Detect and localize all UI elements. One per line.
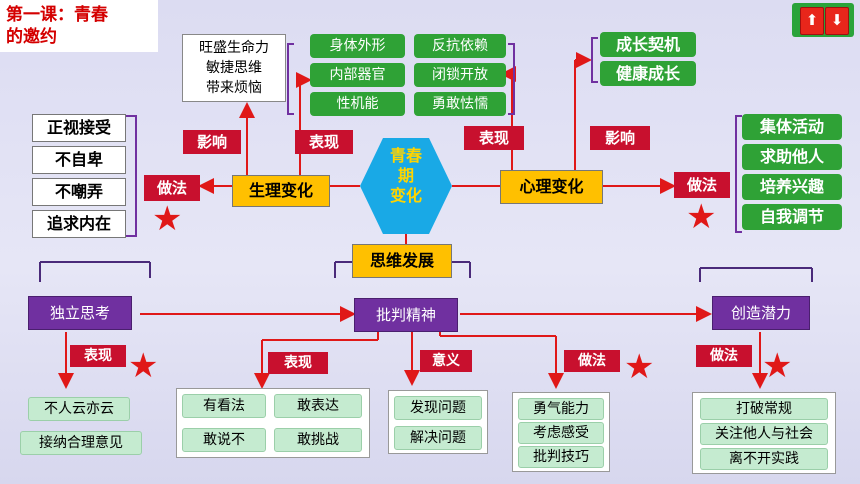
- list-item: 有看法: [182, 394, 266, 418]
- list-item: 不嘲弄: [32, 178, 126, 206]
- star-icon: ★: [762, 346, 793, 386]
- physical-influence-box: 旺盛生命力 敏捷思维 带来烦恼: [182, 34, 286, 102]
- creative-method-label: 做法: [696, 345, 752, 367]
- star-icon: ★: [128, 346, 159, 386]
- list-item: 勇敢怯懦: [414, 92, 506, 116]
- star-icon: ★: [624, 347, 655, 387]
- list-item: 敏捷思维: [206, 60, 262, 76]
- list-item: 接纳合理意见: [20, 431, 142, 455]
- star-icon: ★: [152, 199, 183, 239]
- list-item: 性机能: [310, 92, 405, 116]
- physical-change-node: 生理变化: [232, 175, 330, 207]
- physical-method-label: 做法: [144, 175, 200, 201]
- list-item: 自我调节: [742, 204, 842, 230]
- list-item: 发现问题: [394, 396, 482, 420]
- center-line3: 变化: [389, 186, 422, 205]
- list-item: 考虑感受: [518, 422, 604, 444]
- list-item: 正视接受: [32, 114, 126, 142]
- list-item: 批判技巧: [518, 446, 604, 468]
- list-item: 勇气能力: [518, 398, 604, 420]
- list-item: 健康成长: [600, 61, 696, 86]
- list-item: 不人云亦云: [28, 397, 130, 421]
- creative-potential-node: 创造潜力: [712, 296, 810, 330]
- list-item: 解决问题: [394, 426, 482, 450]
- list-item: 反抗依赖: [414, 34, 506, 58]
- independent-express-label: 表现: [70, 345, 126, 367]
- list-item: 追求内在: [32, 210, 126, 238]
- list-item: 身体外形: [310, 34, 405, 58]
- lesson-title: 第一课：青春 的邀约: [0, 0, 158, 52]
- list-item: 集体活动: [742, 114, 842, 140]
- star-icon: ★: [686, 197, 717, 237]
- thinking-node: 思维发展: [352, 244, 452, 278]
- list-item: 求助他人: [742, 144, 842, 170]
- lesson-title-line1: 第一课：青春: [6, 5, 108, 25]
- list-item: 关注他人与社会: [700, 423, 828, 445]
- down-arrow-icon[interactable]: ⬇: [825, 7, 849, 35]
- psych-change-node: 心理变化: [500, 170, 603, 204]
- psych-method-label: 做法: [674, 172, 730, 198]
- list-item: 旺盛生命力: [199, 40, 269, 56]
- list-item: 培养兴趣: [742, 174, 842, 200]
- critical-express-label: 表现: [268, 352, 328, 374]
- list-item: 内部器官: [310, 63, 405, 87]
- up-arrow-icon[interactable]: ⬆: [800, 7, 824, 35]
- navigation-panel: ⬆ ⬇: [792, 3, 854, 37]
- critical-meaning-label: 意义: [420, 350, 472, 372]
- lesson-title-line2: 的邀约: [6, 27, 57, 47]
- physical-influence-label: 影响: [183, 130, 241, 154]
- list-item: 离不开实践: [700, 448, 828, 470]
- list-item: 闭锁开放: [414, 63, 506, 87]
- independent-thinking-node: 独立思考: [28, 296, 132, 330]
- center-line1: 青春: [389, 146, 422, 165]
- psych-express-label: 表现: [464, 126, 524, 150]
- center-hexagon: 青春 期 变化: [360, 138, 452, 234]
- critical-method-label: 做法: [564, 350, 620, 372]
- list-item: 带来烦恼: [206, 80, 262, 96]
- physical-express-label: 表现: [295, 130, 353, 154]
- list-item: 敢表达: [274, 394, 362, 418]
- critical-spirit-node: 批判精神: [354, 298, 458, 332]
- list-item: 敢挑战: [274, 428, 362, 452]
- psych-influence-label: 影响: [590, 126, 650, 150]
- center-line2: 期: [397, 166, 414, 185]
- list-item: 敢说不: [182, 428, 266, 452]
- list-item: 不自卑: [32, 146, 126, 174]
- list-item: 打破常规: [700, 398, 828, 420]
- list-item: 成长契机: [600, 32, 696, 57]
